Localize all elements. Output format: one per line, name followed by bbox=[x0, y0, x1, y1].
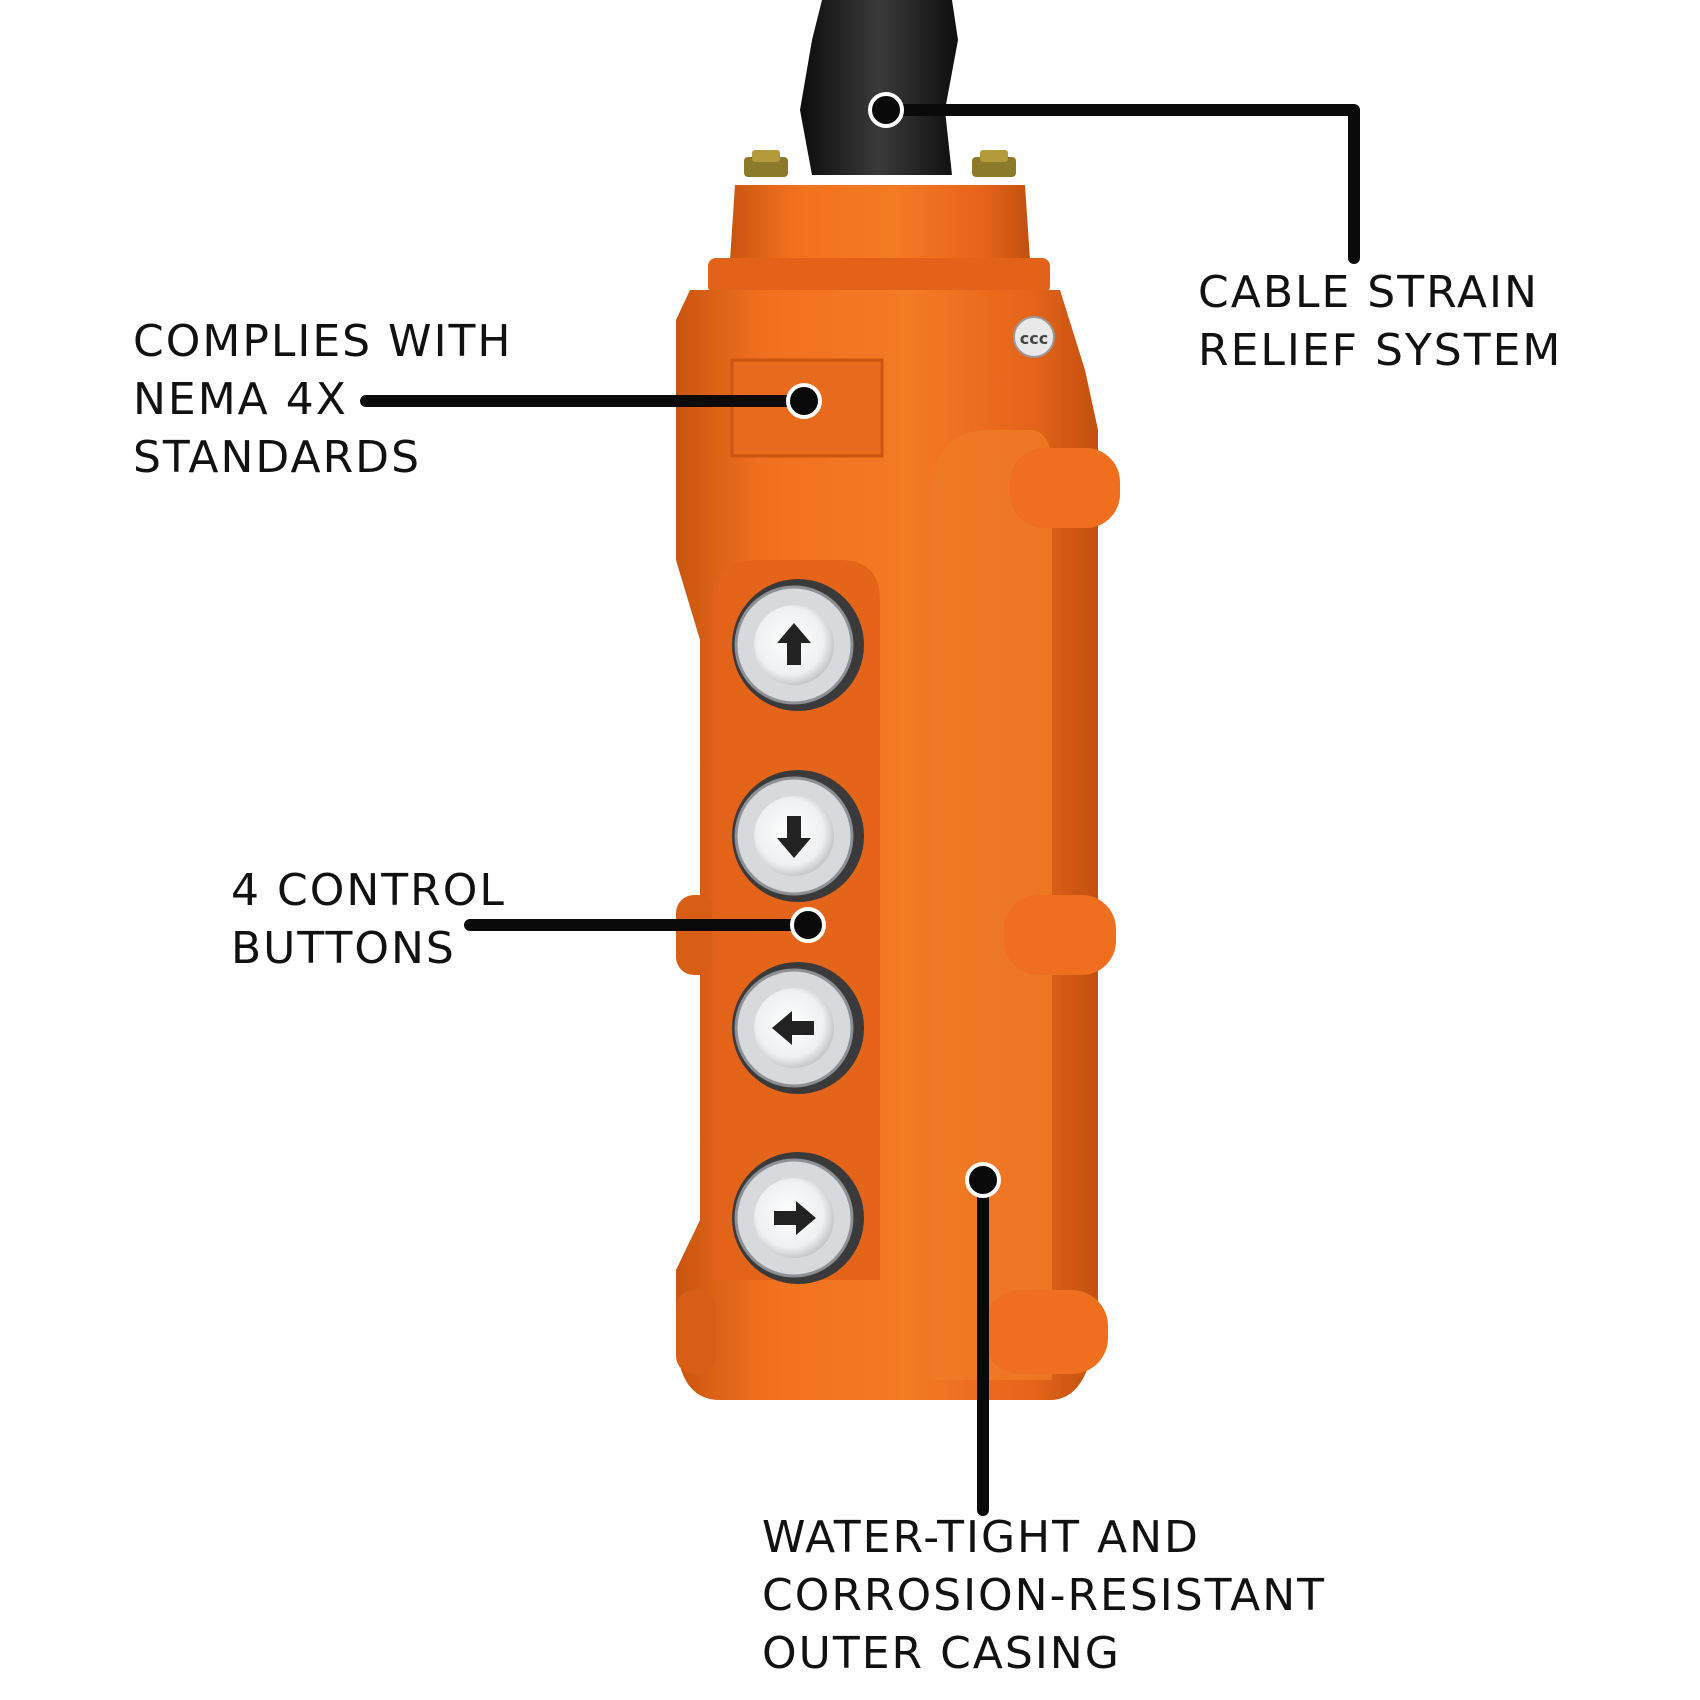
callout-line: CABLE STRAIN bbox=[1198, 267, 1539, 318]
control-button-up[interactable] bbox=[732, 579, 864, 711]
callout-cable-strain-relief: CABLE STRAIN RELIEF SYSTEM bbox=[1198, 264, 1562, 380]
control-button-down[interactable] bbox=[732, 770, 864, 902]
arrow-left-icon bbox=[772, 1011, 814, 1045]
callout-nema-compliance: COMPLIES WITH NEMA 4X STANDARDS bbox=[133, 313, 513, 487]
callout-line: NEMA 4X bbox=[133, 374, 348, 425]
control-button-left[interactable] bbox=[732, 962, 864, 1094]
callout-line: OUTER CASING bbox=[762, 1628, 1121, 1679]
certification-mark-icon: ccc bbox=[1013, 316, 1055, 358]
leader-dots bbox=[786, 92, 1001, 1198]
leader-cable bbox=[880, 104, 1360, 264]
control-buttons bbox=[732, 579, 864, 1284]
svg-text:ccc: ccc bbox=[1020, 329, 1048, 348]
leader-dot-casing bbox=[965, 1162, 1001, 1198]
casing bbox=[676, 290, 1120, 1400]
callout-line: CORROSION-RESISTANT bbox=[762, 1570, 1327, 1621]
screw-left bbox=[744, 150, 788, 177]
callout-line: WATER-TIGHT AND bbox=[762, 1512, 1200, 1563]
top-cap bbox=[708, 185, 1050, 294]
leader-dot-nema bbox=[786, 383, 822, 419]
callout-line: 4 CONTROL bbox=[231, 865, 506, 916]
screw-right bbox=[972, 150, 1016, 177]
arrow-right-icon bbox=[774, 1201, 816, 1235]
callout-line: BUTTONS bbox=[231, 923, 456, 974]
control-button-right[interactable] bbox=[732, 1152, 864, 1284]
leader-lines bbox=[360, 104, 1360, 1516]
cable bbox=[800, 0, 958, 175]
callout-line: STANDARDS bbox=[133, 432, 421, 483]
callout-outer-casing: WATER-TIGHT AND CORROSION-RESISTANT OUTE… bbox=[762, 1509, 1326, 1683]
callout-line: RELIEF SYSTEM bbox=[1198, 325, 1563, 376]
callout-control-buttons: 4 CONTROL BUTTONS bbox=[231, 862, 506, 978]
arrow-up-icon bbox=[777, 623, 811, 665]
leader-dot-buttons bbox=[790, 907, 826, 943]
leader-dot-cable bbox=[868, 92, 904, 128]
arrow-down-icon bbox=[777, 816, 811, 858]
callout-line: COMPLIES WITH bbox=[133, 316, 513, 367]
